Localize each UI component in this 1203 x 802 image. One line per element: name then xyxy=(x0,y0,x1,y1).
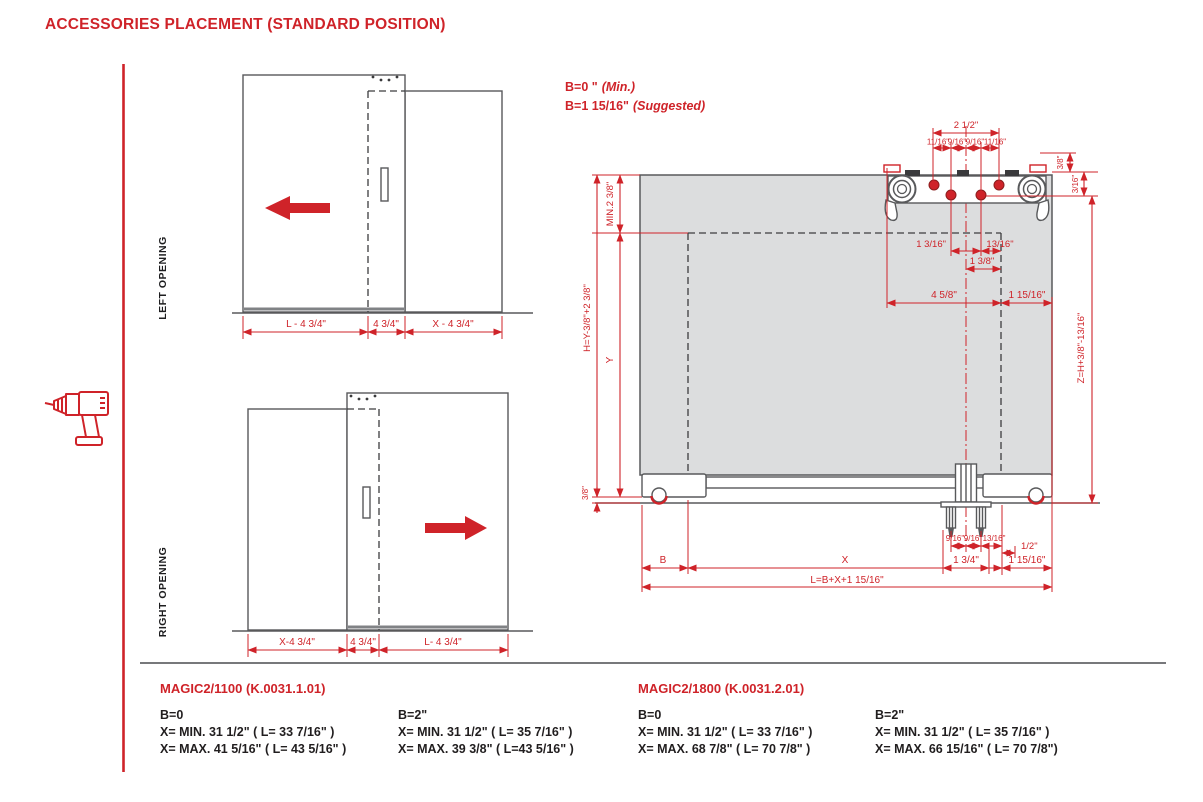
right-opening-handle xyxy=(362,486,371,519)
note-b-suggested-qualifier: (Suggested) xyxy=(632,99,706,113)
dim-upper-b: 13/16" xyxy=(986,239,1013,250)
dim-offset-3: 9/16" xyxy=(966,138,985,147)
page-title: ACCESSORIES PLACEMENT (STANDARD POSITION… xyxy=(45,16,446,33)
middle-dimensions: 1 3/16" 13/16" 1 3/8" 4 5/8" 1 15/16" xyxy=(886,168,1053,592)
top-right-dimensions: 3/8" 3/16" xyxy=(986,152,1098,197)
note-b-suggested-label: B=1 15/16" xyxy=(565,99,629,113)
note-b-min-qualifier: (Min.) xyxy=(601,80,636,94)
left-opening-dimensions: L - 4 3/4" 4 3/4" X - 4 3/4" xyxy=(242,316,503,339)
bottom-right-roller xyxy=(1028,487,1044,503)
spec-1800-b0: B=0 X= MIN. 31 1/2" ( L= 33 7/16" ) X= M… xyxy=(638,707,812,758)
bottom-bar-assembly xyxy=(641,463,1053,537)
bottom-left-roller xyxy=(651,487,667,503)
dim-offset-1: 11/16" xyxy=(927,138,949,147)
dim-lower-a: 4 5/8" xyxy=(931,290,957,301)
dim-left-y: Y xyxy=(605,356,616,363)
right-dimension: Z=H+3/8"-13/16" xyxy=(1052,195,1098,504)
spec-1100-b0: B=0 X= MIN. 31 1/2" ( L= 33 7/16" ) X= M… xyxy=(160,707,346,758)
spec-x-min: X= MIN. 31 1/2" ( L= 33 7/16" ) xyxy=(638,725,813,739)
spec-1800-b2: B=2" X= MIN. 31 1/2" ( L= 35 7/16" ) X= … xyxy=(875,707,1058,758)
left-opening-handle xyxy=(380,167,389,202)
left-dimensions: H=Y-3/8"+2 3/8" MIN.2 3/8" Y 3/8" xyxy=(581,174,688,513)
dim-left-h: H=Y-3/8"+2 3/8" xyxy=(582,284,593,352)
dim-right-opening-l: L- 4 3/4" xyxy=(424,637,462,648)
dim-left-clearance: 3/8" xyxy=(581,486,590,500)
dim-guide-half: 1/2" xyxy=(1021,541,1038,552)
dim-right-opening-overlap: 4 3/4" xyxy=(350,637,376,648)
dim-guide-c: 13/16" xyxy=(983,534,1006,543)
dim-offset-2: 9/16" xyxy=(948,138,967,147)
right-opening-mount-dots xyxy=(349,394,377,401)
bottom-guide-dimensions: 9/16" 9/16" 13/16" 1/2" 1 3/4" 1 15/16" xyxy=(942,505,1053,575)
main-door-panel xyxy=(639,174,1053,476)
dim-left-opening-overlap: 4 3/4" xyxy=(373,319,399,330)
dim-bottom-x: X xyxy=(842,555,849,566)
spec-b-label: B=2" xyxy=(875,708,905,722)
dim-right-opening-x: X-4 3/4" xyxy=(279,637,315,648)
spec-x-max: X= MAX. 66 15/16" ( L= 70 7/8") xyxy=(875,742,1058,756)
dim-lower-b: 1 15/16" xyxy=(1009,290,1046,301)
spec-b-label: B=0 xyxy=(638,708,662,722)
dim-guide-e: 1 15/16" xyxy=(1009,555,1046,566)
right-opening-sidelite xyxy=(247,408,348,631)
left-fixing-bracket xyxy=(883,164,901,173)
main-assembly-drawing: 2 1/2" 11/16" 9/16" 9/16" 11/16" 3/8" 3/… xyxy=(581,120,1100,592)
drill-icon xyxy=(44,391,109,446)
bottom-dimensions: B X L=B+X+1 15/16" xyxy=(641,500,1053,592)
spec-x-min: X= MIN. 31 1/2" ( L= 35 7/16" ) xyxy=(875,725,1050,739)
spec-b-label: B=0 xyxy=(160,708,184,722)
dim-bottom-l: L=B+X+1 15/16" xyxy=(810,575,884,586)
right-arrow-icon xyxy=(425,516,487,540)
main-dashed-opening xyxy=(687,232,1002,475)
right-opening-door-panel xyxy=(346,392,509,631)
top-dimensions: 2 1/2" 11/16" 9/16" 9/16" 11/16" xyxy=(927,120,1006,191)
dim-left-min: MIN.2 3/8" xyxy=(605,182,616,227)
left-opening-sidelite xyxy=(404,90,503,313)
right-opening-dimensions: X-4 3/4" 4 3/4" L- 4 3/4" xyxy=(247,634,509,657)
spec-x-max: X= MAX. 68 7/8" ( L= 70 7/8" ) xyxy=(638,742,811,756)
dim-mid: 1 3/8" xyxy=(970,256,995,267)
left-opening-door-panel xyxy=(242,74,406,313)
spec-1100-b2: B=2" X= MIN. 31 1/2" ( L= 35 7/16" ) X= … xyxy=(398,707,574,758)
spec-x-min: X= MIN. 31 1/2" ( L= 33 7/16" ) xyxy=(160,725,335,739)
dim-right-z: Z=H+3/8"-13/16" xyxy=(1076,313,1087,384)
note-b-min: B=0 "(Min.) xyxy=(565,80,635,94)
spec-x-min: X= MIN. 31 1/2" ( L= 35 7/16" ) xyxy=(398,725,573,739)
dim-right-top-b: 3/16" xyxy=(1071,175,1080,194)
dim-offset-4: 11/16" xyxy=(984,138,1006,147)
left-opening-label: LEFT OPENING xyxy=(157,236,169,320)
top-trolley-assembly xyxy=(883,164,1050,222)
right-opening-diagram: X-4 3/4" 4 3/4" L- 4 3/4" xyxy=(232,392,533,657)
right-fixing-bracket xyxy=(1029,164,1047,173)
spec-x-max: X= MAX. 41 5/16" ( L= 43 5/16" ) xyxy=(160,742,347,756)
dim-right-top-a: 3/8" xyxy=(1056,155,1065,169)
left-arrow-icon xyxy=(265,196,330,220)
product-name-magic2-1800: MAGIC2/1800 (K.0031.2.01) xyxy=(638,681,805,696)
note-b-min-label: B=0 " xyxy=(565,80,598,94)
dim-guide-b: 9/16" xyxy=(964,534,983,543)
dim-left-opening-x: X - 4 3/4" xyxy=(432,319,474,330)
dim-left-opening-l: L - 4 3/4" xyxy=(286,319,326,330)
left-opening-diagram: L - 4 3/4" 4 3/4" X - 4 3/4" xyxy=(232,74,533,339)
dim-top-span: 2 1/2" xyxy=(954,120,979,131)
spec-b-label: B=2" xyxy=(398,708,428,722)
spec-x-max: X= MAX. 39 3/8" ( L=43 5/16" ) xyxy=(398,742,574,756)
dim-guide-a: 9/16" xyxy=(946,534,965,543)
product-name-magic2-1100: MAGIC2/1100 (K.0031.1.01) xyxy=(160,681,326,696)
dim-upper-a: 1 3/16" xyxy=(916,239,946,250)
dim-bottom-b: B xyxy=(660,555,667,566)
right-opening-label: RIGHT OPENING xyxy=(157,547,169,638)
dim-guide-d: 1 3/4" xyxy=(953,555,979,566)
note-b-suggested: B=1 15/16"(Suggested) xyxy=(565,99,705,113)
left-opening-mount-dots xyxy=(371,75,399,82)
